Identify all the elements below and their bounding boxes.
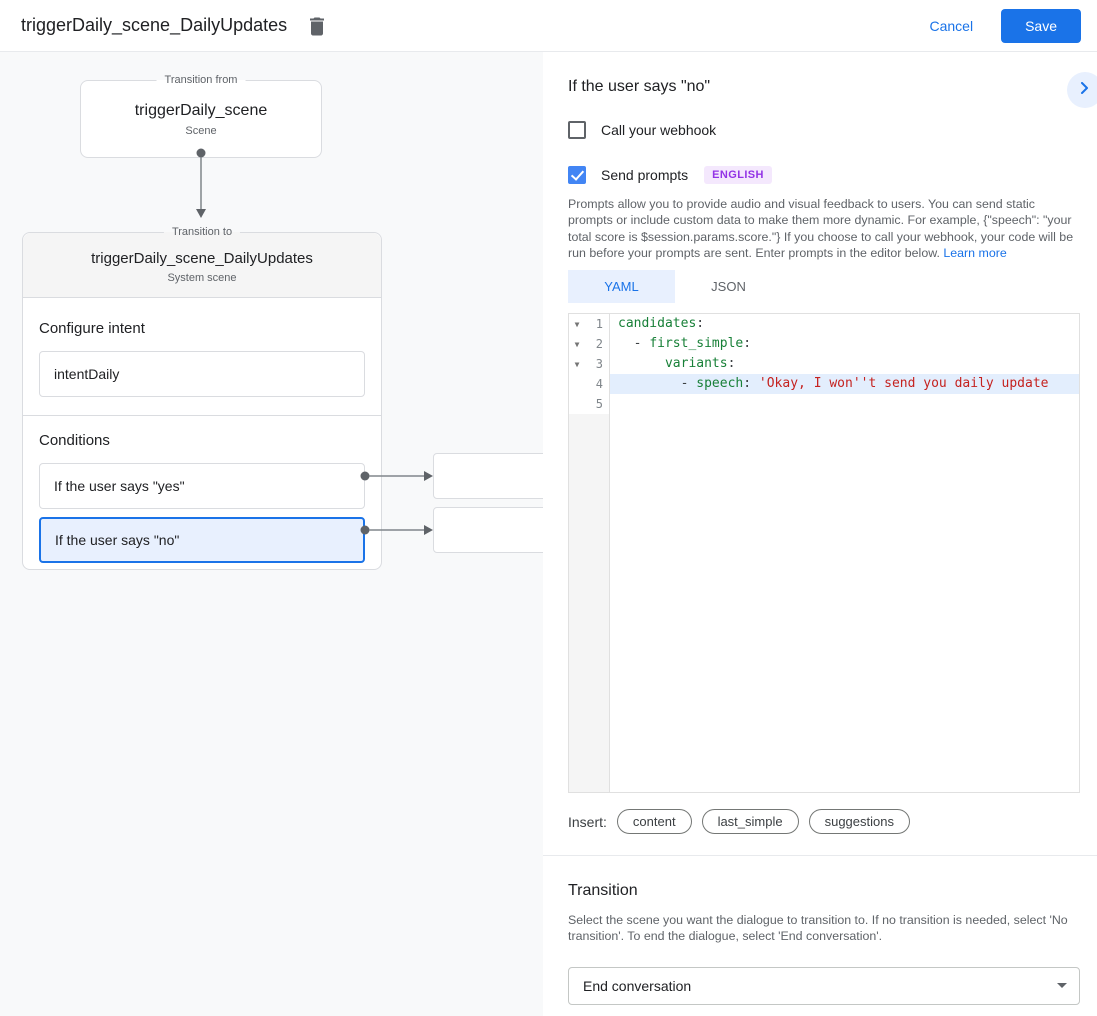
language-badge: ENGLISH [704, 166, 772, 184]
collapse-panel-button[interactable] [1067, 72, 1097, 108]
line-number: 2 [595, 337, 603, 352]
webhook-checkbox[interactable] [568, 121, 586, 139]
webhook-row: Call your webhook [568, 121, 1080, 139]
yaml-code-editor[interactable]: ▼ 1 ▼ 2 ▼ 3 4 5 candidates: - first_simple: var… [568, 313, 1080, 794]
from-scene-title: triggerDaily_scene [134, 101, 268, 119]
to-scene-subtitle: System scene [167, 272, 237, 284]
line-number: 3 [595, 357, 603, 372]
prompts-description-text: Prompts allow you to provide audio and v… [568, 197, 1074, 260]
chevron-right-icon [1080, 81, 1090, 99]
fold-arrow-icon[interactable]: ▼ [574, 359, 580, 369]
flow-target-box-yes[interactable] [433, 453, 543, 499]
flow-connector-vertical [196, 148, 206, 218]
conditions-label: Conditions [39, 432, 110, 449]
code-line[interactable]: - first_simple: [610, 334, 1079, 354]
top-bar: triggerDaily_scene_DailyUpdates Cancel S… [0, 0, 1097, 52]
cancel-button[interactable]: Cancel [929, 17, 974, 34]
code-token: - [618, 376, 697, 392]
configure-intent-label: Configure intent [39, 320, 145, 337]
delete-scene-button[interactable] [305, 14, 329, 38]
insert-row: Insert: content last_simple suggestions [568, 809, 1080, 835]
transition-to-card[interactable]: Transition to triggerDaily_scene_DailyUp… [22, 226, 382, 570]
transition-heading: Transition [568, 882, 638, 900]
intent-field[interactable]: intentDaily [39, 351, 365, 397]
condition-item[interactable]: If the user says "no" [39, 517, 365, 563]
editor-gutter: ▼ 1 ▼ 2 ▼ 3 4 5 [569, 314, 610, 793]
condition-editor-panel: If the user says "no" Call your webhook … [543, 52, 1097, 1016]
insert-chips: content last_simple suggestions [607, 809, 910, 835]
code-token: - [618, 336, 650, 352]
code-token: first_simple [649, 336, 744, 352]
code-token [618, 356, 665, 371]
conditions-list: If the user says "yes" If the user says "… [39, 463, 365, 563]
from-scene-subtitle: Scene [185, 124, 217, 137]
to-scene-title: triggerDaily_scene_DailyUpdates [91, 250, 313, 267]
editor-code-area[interactable]: candidates: - first_simple: variants: - … [610, 314, 1079, 792]
gutter-filler [569, 414, 609, 793]
to-scene-body: Configure intent intentDaily Conditions … [23, 298, 381, 587]
transition-from-legend: Transition from [156, 74, 246, 86]
code-token: variants [664, 356, 728, 372]
code-token: candidates [618, 316, 697, 332]
send-prompts-checkbox[interactable] [568, 166, 586, 184]
prompts-description: Prompts allow you to provide audio and v… [568, 196, 1080, 261]
code-token: speech [696, 376, 744, 392]
code-token: : [743, 376, 759, 392]
code-line[interactable]: candidates: [610, 314, 1079, 334]
code-token: 'Okay, I won''t send you daily update [758, 376, 1049, 392]
save-button[interactable]: Save [1001, 8, 1081, 43]
code-token: : [696, 316, 705, 332]
transition-from-card[interactable]: Transition from triggerDaily_scene Scene [80, 74, 322, 158]
trash-icon [308, 16, 326, 36]
tab-json[interactable]: JSON [711, 279, 746, 295]
code-line[interactable]: variants: [610, 354, 1079, 374]
code-token: : [727, 356, 736, 372]
fold-arrow-icon[interactable]: ▼ [574, 319, 580, 329]
code-token: : [743, 336, 752, 352]
transition-description: Select the scene you want the dialogue t… [568, 913, 1068, 944]
flow-target-box-no[interactable] [433, 507, 543, 553]
code-line[interactable]: - speech: 'Okay, I won''t send you daily… [610, 374, 1079, 395]
to-scene-header: triggerDaily_scene_DailyUpdates System s… [23, 233, 381, 298]
panel-heading: If the user says "no" [568, 78, 711, 95]
transition-select[interactable]: End conversation [568, 966, 1080, 1005]
send-prompts-row: Send prompts ENGLISH [568, 166, 1080, 184]
webhook-label: Call your webhook [601, 122, 717, 138]
insert-label: Insert: [568, 813, 607, 830]
transition-to-legend: Transition to [163, 226, 241, 238]
tab-yaml[interactable]: YAML [568, 270, 675, 304]
insert-chip-suggestions[interactable]: suggestions [808, 809, 910, 835]
condition-item[interactable]: If the user says "yes" [39, 463, 365, 509]
fold-arrow-icon[interactable]: ▼ [574, 339, 580, 349]
insert-chip-last_simple[interactable]: last_simple [701, 809, 799, 835]
send-prompts-label: Send prompts [601, 167, 689, 183]
learn-more-link[interactable]: Learn more [943, 245, 1007, 260]
card-divider [23, 415, 381, 416]
line-number: 4 [595, 377, 603, 392]
line-number: 1 [595, 317, 603, 332]
panel-divider [543, 855, 1097, 857]
page-title: triggerDaily_scene_DailyUpdates [21, 15, 288, 35]
code-line[interactable] [610, 394, 1079, 414]
insert-chip-content[interactable]: content [616, 809, 692, 835]
editor-tabbar: YAML JSON [568, 270, 1080, 304]
line-number: 5 [595, 397, 603, 412]
dropdown-caret-icon [1057, 983, 1067, 989]
transition-select-value: End conversation [583, 977, 692, 994]
flow-canvas: Transition from triggerDaily_scene Scene… [0, 52, 543, 1016]
